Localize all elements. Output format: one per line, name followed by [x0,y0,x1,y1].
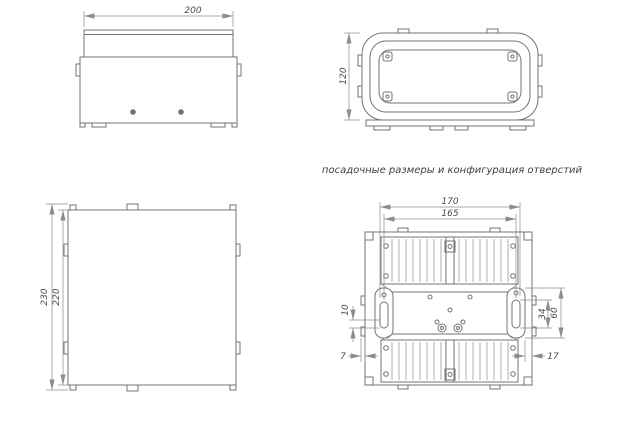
dim-body-height [58,209,68,386]
dim-body-height-label: 220 [52,288,62,305]
top-fin-block [380,236,519,285]
mounting-slot-left [379,301,389,329]
view-front [63,203,241,392]
dim-offset-right [512,340,545,362]
side-clips [63,243,241,355]
dim-offset-left [348,338,378,362]
corner-details [364,231,533,386]
view-rear-mounting [360,227,537,390]
dim-slot-width [349,306,380,342]
bottom-edge-tabs [69,384,237,392]
drawing-caption: посадочные размеры и конфигурация отверс… [322,165,583,176]
dim-housing-width [83,11,234,27]
view-side-elevation [75,29,242,128]
dim-overall-height [46,203,68,391]
dim-housing-depth-label: 120 [339,67,349,84]
dim-mount-span-inner [383,214,517,300]
bottom-fin-block [380,339,519,383]
dim-mount-span-outer [379,202,521,298]
mounting-bracket-strip [365,119,535,131]
mounting-slot-right [511,299,521,329]
dim-mount-span-inner-label: 165 [441,209,458,219]
dim-housing-width-label: 200 [184,6,201,16]
edge-clips [357,28,543,98]
dim-mount-span-outer-label: 170 [441,197,458,207]
dim-slot-length [520,299,552,329]
dim-slot-length-label: 34 [538,308,548,320]
drain-hole-right [178,109,184,115]
corner-screw-pads [382,51,518,102]
drain-hole-left [130,109,136,115]
dim-overall-height-label: 230 [40,288,50,305]
cable-gland-left [437,323,447,333]
mounting-plate [374,283,526,341]
cable-gland-right [453,323,463,333]
view-top [357,28,543,131]
dim-bracket-length-label: 60 [550,307,560,319]
edge-bumps [360,227,537,390]
dim-offset-left-label: 7 [340,352,346,362]
dim-bracket-length [525,287,565,339]
dim-offset-right-label: 17 [547,352,559,362]
dim-housing-depth [344,32,360,121]
top-edge-tabs [69,203,237,211]
dim-slot-width-label: 10 [341,304,351,316]
